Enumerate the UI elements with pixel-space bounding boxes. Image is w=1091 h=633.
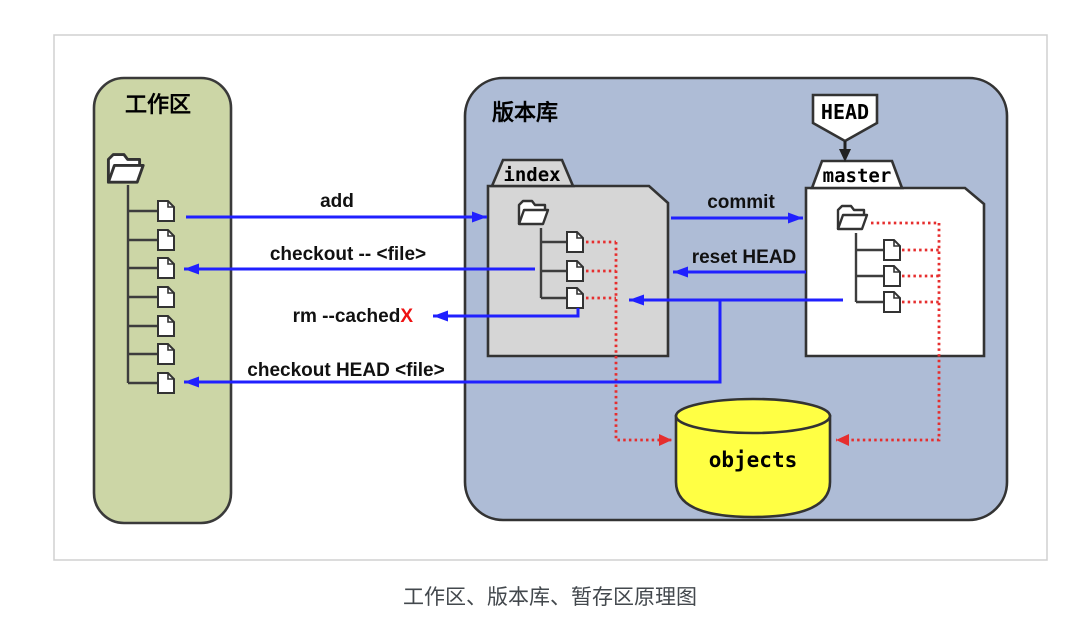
working-area-file-tree (126, 185, 158, 385)
index-folder-tab (490, 158, 575, 188)
index-to-objects-dotted-links (586, 240, 672, 446)
checkout-head-file-arrow (184, 300, 722, 388)
checkout-file-label: checkout -- <file> (270, 244, 426, 265)
folder-icon (517, 199, 550, 226)
index-file-tree (539, 228, 567, 300)
folder-icon (836, 204, 869, 231)
head-pointer: HEAD (811, 93, 879, 162)
file-icon (566, 231, 584, 253)
master-to-objects-dotted-links (836, 221, 941, 446)
folder-icon (106, 153, 145, 184)
checkout-head-file-label: checkout HEAD <file> (247, 360, 444, 381)
master-file-tree (854, 233, 884, 304)
file-icon (157, 315, 175, 337)
objects-label: objects (709, 448, 798, 472)
index-label: index (503, 164, 560, 186)
index-folder: index (486, 158, 670, 358)
repository-title: 版本库 (492, 100, 558, 125)
objects-cylinder: objects (674, 397, 832, 519)
rm-cached-label: rm --cachedX (293, 306, 414, 327)
master-folder: master (804, 159, 986, 358)
file-icon (157, 343, 175, 365)
add-label: add (320, 191, 354, 212)
file-icon (157, 257, 175, 279)
file-icon (883, 239, 901, 261)
file-icon (157, 286, 175, 308)
head-label: HEAD (821, 100, 869, 124)
figure-caption: 工作区、版本库、暂存区原理图 (403, 586, 697, 609)
commit-label: commit (707, 192, 775, 213)
working-area-title: 工作区 (125, 92, 191, 117)
file-icon (157, 372, 175, 394)
master-label: master (823, 165, 892, 187)
file-icon (883, 265, 901, 287)
x-mark: X (400, 306, 413, 327)
file-icon (883, 291, 901, 313)
rm-cached-arrow (433, 308, 580, 322)
master-folder-tab (810, 159, 904, 190)
reset-head-label: reset HEAD (692, 247, 797, 268)
file-icon (157, 200, 175, 222)
file-icon (157, 229, 175, 251)
file-icon (566, 260, 584, 282)
file-icon (566, 287, 584, 309)
head-pointer-shape (811, 93, 879, 143)
head-arrowhead-icon (839, 149, 851, 162)
cylinder-top (674, 397, 832, 435)
